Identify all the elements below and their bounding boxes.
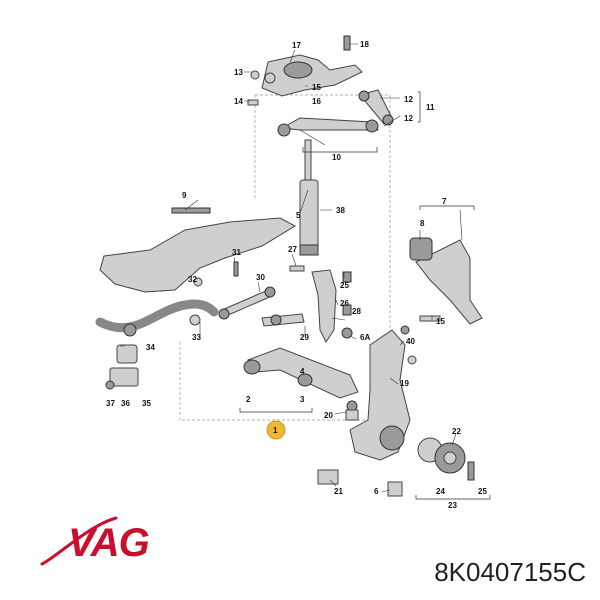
vag-logo: VAG (40, 516, 150, 566)
coupling-rod (221, 289, 273, 317)
callout-25-lower: 25 (478, 487, 487, 496)
bush-2 (243, 359, 261, 375)
bush-12-upper (358, 90, 370, 102)
callout-13: 13 (234, 68, 243, 77)
bush-6A (341, 327, 353, 339)
callout-25: 25 (340, 281, 349, 290)
bush-3 (297, 373, 313, 387)
bush-33 (189, 314, 201, 326)
coupling-ball-upper (264, 286, 276, 298)
bolt-18 (343, 35, 351, 51)
callout-19: 19 (400, 379, 409, 388)
tie-rod-end (270, 314, 282, 326)
bush-12-right (365, 119, 379, 133)
bush-12-left (277, 123, 291, 137)
nut-28 (342, 304, 352, 316)
tie-rod (261, 313, 305, 327)
callout-26: 26 (340, 299, 349, 308)
highlight-marker-1 (266, 420, 286, 440)
nut-37 (105, 380, 115, 390)
brace-1 (239, 408, 313, 413)
hub-bore (379, 425, 405, 451)
callout-40: 40 (406, 337, 415, 346)
brace-11 (418, 91, 421, 123)
brace-7 (419, 205, 475, 210)
bush-12-lower (382, 114, 394, 126)
upper-wishbone (415, 239, 483, 325)
bolt-21 (317, 469, 339, 485)
upper-link-10 (280, 117, 379, 131)
callout-3: 3 (300, 395, 305, 404)
callout-15-right: 15 (436, 317, 445, 326)
callout-34: 34 (146, 343, 155, 352)
callout-33: 33 (192, 333, 201, 342)
lower-control-arm (247, 347, 359, 399)
callout-17: 17 (292, 41, 301, 50)
nut-6 (387, 481, 403, 497)
bolt-14 (247, 99, 259, 106)
callout-23: 23 (448, 501, 457, 510)
bolt-27 (289, 265, 305, 272)
callout-30: 30 (256, 273, 265, 282)
brace-10 (302, 147, 378, 153)
bush-8 (409, 237, 433, 261)
callout-9: 9 (182, 191, 187, 200)
strut-fork (311, 269, 337, 343)
brand-name: VAG (68, 521, 149, 565)
stabilizer-bush (123, 323, 137, 337)
callout-14: 14 (234, 97, 243, 106)
wheel-hub (417, 437, 475, 481)
callout-8: 8 (420, 219, 425, 228)
part-number: 8K0407155C (434, 557, 586, 587)
callout-35: 35 (142, 399, 151, 408)
callout-36: 36 (121, 399, 130, 408)
callout-6A: 6A (360, 333, 370, 342)
callout-20: 20 (324, 411, 333, 420)
callout-2: 2 (246, 395, 251, 404)
bolt-31 (233, 261, 239, 277)
callout-1: 1 (273, 426, 278, 435)
bolt-15 (407, 355, 417, 365)
callout-28: 28 (352, 307, 361, 316)
callout-21: 21 (334, 487, 343, 496)
callout-11: 11 (426, 103, 435, 112)
callout-4: 4 (300, 367, 305, 376)
callout-31: 31 (232, 248, 241, 257)
strut-mount (261, 54, 363, 97)
callout-7: 7 (442, 197, 447, 206)
callout-27: 27 (288, 245, 297, 254)
callout-37: 37 (106, 399, 115, 408)
logo-swoosh (40, 516, 118, 566)
callout-32: 32 (188, 275, 197, 284)
callout-12a: 12 (404, 95, 413, 104)
nut-25 (342, 271, 352, 283)
callout-18: 18 (360, 40, 369, 49)
callout-12b: 12 (404, 114, 413, 123)
coupling-ball-lower (218, 308, 230, 320)
bolt-9 (171, 207, 211, 214)
callout-38: 38 (336, 206, 345, 215)
callout-29: 29 (300, 333, 309, 342)
callout-10: 10 (332, 153, 341, 162)
subframe (99, 217, 297, 293)
callout-16: 16 (312, 97, 321, 106)
brace-23 (415, 495, 491, 500)
bolt-40 (400, 325, 410, 335)
ball-joint (345, 400, 359, 421)
clamp-35 (109, 367, 139, 387)
callout-5: 5 (296, 211, 301, 220)
callout-24: 24 (436, 487, 445, 496)
callout-22: 22 (452, 427, 461, 436)
bracket-34 (116, 344, 138, 364)
nut-13 (250, 70, 260, 80)
bolt-15-right (419, 315, 441, 322)
shock-absorber (299, 139, 319, 256)
callout-6: 6 (374, 487, 379, 496)
callout-15: 15 (312, 83, 321, 92)
nut-32 (193, 277, 203, 287)
